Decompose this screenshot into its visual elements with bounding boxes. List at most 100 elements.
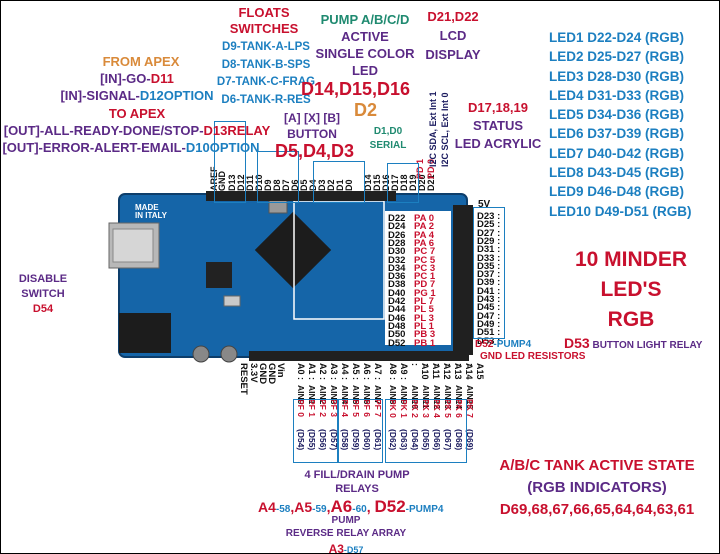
bottom-header [249,351,469,361]
status-led-label: D17,18,19 STATUS LED ACRYLIC [454,100,542,151]
right-pin-name: D38 [388,279,406,291]
led-pin-list: LED1 D22-D24 (RGB)LED2 D25-D27 (RGB)LED3… [549,28,692,221]
tank-active-state-label: A/B/C TANK ACTIVE STATE (RGB INDICATORS)… [499,457,695,518]
analog-pin-label: A4 : [340,363,350,381]
right-pin-port: PC 7 [414,246,436,258]
right-pin-name: D24 [388,221,406,233]
led-list-item: LED10 D49-D51 (RGB) [549,203,692,219]
analog-ain-label: AIN6 [362,385,372,405]
analog-port-label: PF 7 [373,399,383,417]
right-pin-port: PL 1 [414,320,434,332]
right-odd-pin: D33 : [477,252,501,264]
apex-ready-label: [OUT]-ALL-READY-DONE/STOP-D13RELAY [3,123,271,138]
pins-d13-d12-box [214,121,246,203]
analog-port-label: PF 6 [362,399,372,417]
analog-ain-label: AIN10 [410,385,420,410]
power-pin-label: Vin [275,363,286,378]
power-pin-label: RESET [238,363,249,395]
crystal [223,295,241,307]
right-odd-pin: D35 : [477,260,501,272]
right-pin-name: D34 [388,262,406,274]
microcontroller [254,211,332,289]
disable-switch-label: DISABLE SWITCH D54 [18,273,68,315]
analog-d-label: (D57) [329,429,339,451]
right-pin-port: PC 3 [414,262,436,274]
analog-port-label: PK 2 [410,399,420,418]
led-list-item: LED6 D37-D39 (RGB) [549,126,685,142]
right-odd-pin: D51 : [477,327,501,339]
right-odd-pin: D47 : [477,310,501,322]
right-pin-port: PL 7 [414,296,434,307]
analog-ain-label: AIN12 [432,385,442,410]
right-pin-name: D22 [388,213,406,224]
analog-d-label: (D66) [432,429,442,451]
analog-pin-label: A8 : [388,363,398,381]
right-pin-port: PA 0 [414,213,435,224]
right-pin-name: D44 [388,304,406,316]
analog-d62-69-box [385,399,467,463]
right-pin-port: PA 6 [414,237,435,249]
a3-d57-label: A3-D57 [328,542,364,554]
i2c-scl-label: I2C SCL, Ext Int 0 [440,92,450,167]
made-in-label: MADE IN ITALY [135,203,168,220]
capacitor-2 [220,345,238,363]
right-odd-pin: D25 : [477,219,501,231]
tank-switches-list: D9-TANK-A-LPS D8-TANK-B-SPS D7-TANK-C-FR… [216,41,316,106]
analog-pin-label: A15 : [465,363,485,380]
right-pin-name: D28 [388,237,406,249]
right-pin-name: D30 [388,246,406,258]
analog-pin-label: A11 : [421,363,441,380]
power-pin-label: 3.3V [248,363,259,383]
floats-switches-label: FLOATS SWITCHES [229,5,299,36]
analog-ain-label: AIN5 [351,385,361,405]
analog-ain-label: AIN14 [454,385,464,410]
analog-pin-label: A0 : [296,363,306,381]
analog-port-label: PK 1 [399,399,409,418]
apex-go-label: [IN]-GO-D11 [100,71,174,86]
right-pin-name: D46 [388,312,406,324]
analog-port-label: PF 4 [340,399,350,417]
analog-d-label: (D61) [373,429,383,451]
led-list-item: LED1 D22-D24 (RGB) [549,30,685,45]
analog-port-label: PK 5 [443,399,453,418]
top-header [206,191,396,201]
usb-chip [206,262,232,288]
right-pin-name: D42 [388,296,406,307]
analog-ain-label: AIN1 [307,385,317,405]
analog-pin-label: A7 : [373,363,383,381]
right-odd-pin: D45 : [477,302,501,314]
right-odd-pin: D27 : [477,227,501,239]
right-header [453,205,473,355]
pins-d17-d19-box [387,163,419,203]
power-pin-label: GND [257,363,268,385]
abx-button-label: [A] [X] [B] BUTTON [284,111,340,141]
analog-port-label: PK 6 [454,399,464,418]
right-odd-pin: D23 : [477,211,501,222]
analog-ain-label: AIN13 [443,385,453,410]
analog-d58-61-box [337,399,383,463]
to-apex-label: TO APEX [108,106,166,121]
capacitor-1 [192,345,210,363]
analog-ain-label: AIN2 [318,385,328,405]
analog-port-label: PK 3 [421,399,431,418]
pins-d5-d0-box [313,161,365,203]
analog-d-label: (D62) [388,429,398,451]
d5-d3-label: D5,D4,D3 [275,141,355,161]
right-pin-name: D26 [388,229,406,241]
d52-pump4-label: D52-PUMP4 [475,339,532,350]
analog-pin-label: A5 : [351,363,361,381]
right-odd-pin: D41 : [477,285,501,297]
right-pin-port: PC 5 [414,254,436,266]
analog-d-label: (D58) [340,429,350,451]
analog-pin-label: A9 : [399,363,409,381]
analog-port-label: PK 4 [432,399,442,418]
analog-pin-label: A13 : [443,363,463,380]
from-apex-label: FROM APEX [102,54,180,69]
d53-button-relay-label: D53 BUTTON LIGHT RELAY [564,335,703,351]
analog-ain-label: AIN4 [340,385,350,405]
five-v-label: 5V [478,199,491,210]
pump-label: PUMP [331,515,361,526]
power-jack [119,313,171,353]
